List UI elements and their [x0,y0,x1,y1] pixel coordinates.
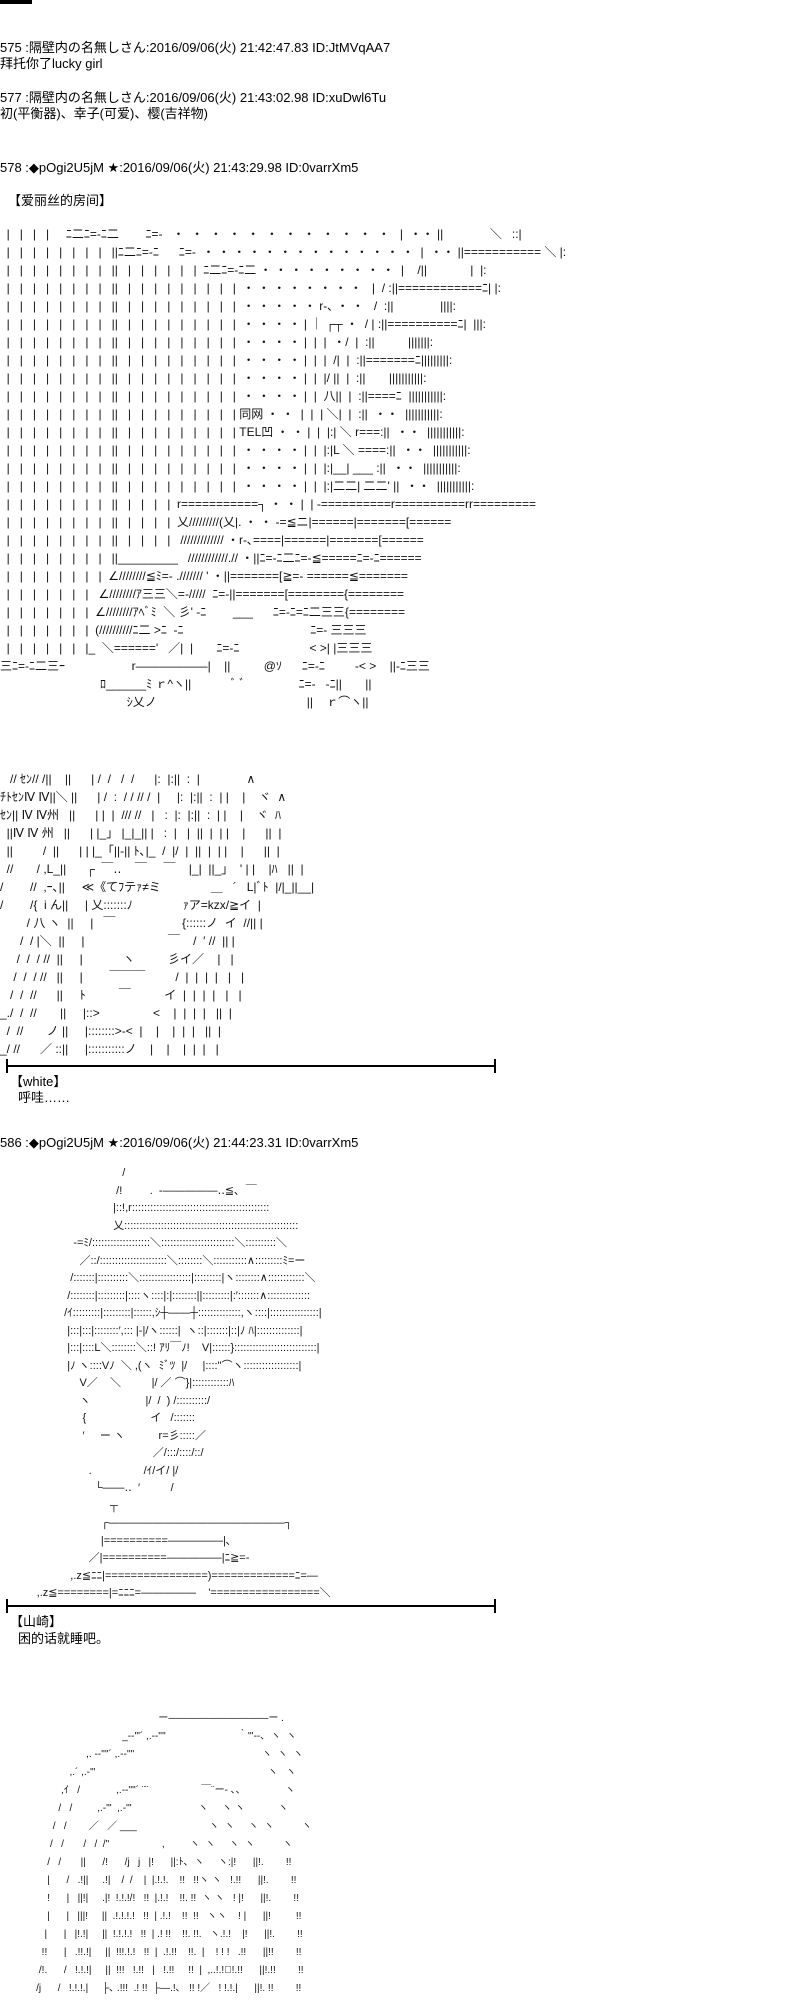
ascii-art-room: | | | | ﾆ二ﾆ=-ﾆ二 ﾆ=- ・ ・ ・ ・ ・ ・ ・ ・ ・ ・ … [0,227,567,709]
dialogue-line-yamazaki: 困的话就睡吧。 [18,1631,110,1646]
scene-title: 【爱丽丝的房间】 [8,193,113,208]
dialogue-separator [6,1599,496,1613]
speaker-label-yamazaki: 【山崎】 [10,1614,63,1629]
post-header-578: 578 :◆pOgi2U5jM ★:2016/09/06(火) 21:43:29… [0,160,359,175]
ascii-art-white-face: // ｾﾝ// /|| || | / / / / |: |:|| : | ∧ ﾁ… [0,772,315,1056]
post-header-575: 575 :隔壁内の名無しさん:2016/09/06(火) 21:42:47.83… [0,40,391,55]
post-body-577: 初(平衡器)、幸子(可爱)、樱(吉祥物) [0,106,208,121]
dialogue-separator [6,1059,496,1073]
ascii-art-hair: ー――――――――――ー . _-‐'"´ ,.-‐''" ｀'''‐-､ ヽ … [36,1713,312,1994]
ascii-art-yamazaki-face: / /! . -―――――‥≦､ ￣ |::!,r:::::::::::::::… [36,1167,331,1599]
dialogue-line-white: 呼哇…… [18,1090,71,1105]
post-header-577: 577 :隔壁内の名無しさん:2016/09/06(火) 21:43:02.98… [0,90,387,105]
post-header-586: 586 :◆pOgi2U5jM ★:2016/09/06(火) 21:44:23… [0,1135,359,1150]
speaker-label-white: 【white】 [10,1074,67,1089]
post-body-575: 拜托你了lucky girl [0,56,103,71]
top-divider [0,0,32,4]
